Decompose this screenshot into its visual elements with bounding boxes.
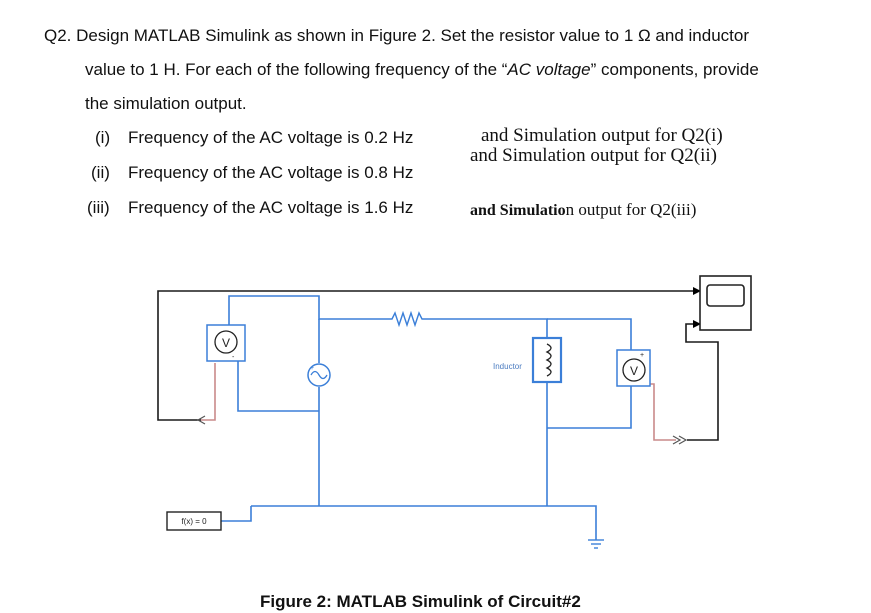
vm2-plus: + — [640, 352, 644, 359]
wire-solver — [221, 506, 252, 522]
wire-ground-bus — [251, 505, 597, 540]
vm2-output-port — [672, 435, 688, 445]
question-line-2: value to 1 H. For each of the following … — [85, 60, 759, 80]
solver-configuration-block[interactable]: f(x) = 0 — [166, 511, 222, 531]
sine-wave-icon — [310, 370, 328, 380]
wire-vm1-top — [228, 295, 385, 325]
vm1-output-port — [196, 415, 206, 425]
electrical-reference-ground[interactable] — [588, 539, 604, 549]
vm2-output-line — [646, 383, 676, 441]
question-line-1: Q2. Design MATLAB Simulink as shown in F… — [44, 26, 750, 45]
signal-wire-to-scope-1 — [157, 287, 701, 421]
annotation-q2iii-tail: n output for Q2(iii) — [565, 200, 697, 219]
question-line-2-suffix: ” components, provide — [590, 60, 759, 79]
inductor[interactable]: Inductor — [493, 336, 563, 384]
coil-icon — [545, 343, 552, 377]
resistor-zigzag-icon — [385, 310, 429, 328]
item-3-text: Frequency of the AC voltage is 1.6 Hz — [128, 198, 414, 217]
question-line-2-prefix: value to 1 H. For each of the following … — [85, 60, 508, 79]
annotation-q2iii-main: and Simulatio — [470, 202, 566, 219]
scope-block[interactable] — [699, 275, 752, 331]
vm2-glyph: V — [630, 364, 638, 378]
question-line-2-italic: AC voltage — [507, 60, 591, 79]
voltage-sensor-1[interactable]: V - — [206, 324, 246, 362]
item-2-text: Frequency of the AC voltage is 0.8 Hz — [128, 163, 414, 182]
voltmeter-icon — [214, 330, 238, 354]
item-3-label: (iii) — [87, 198, 110, 217]
vm1-minus: - — [232, 354, 235, 361]
inductor-label: Inductor — [493, 362, 522, 371]
wire-vm1-bottom — [237, 361, 319, 412]
signal-wire-to-scope-2 — [685, 320, 719, 441]
annotation-q2iii: and Simulation output for Q2(iii) — [470, 200, 696, 220]
question-line-3: the simulation output. — [85, 94, 247, 113]
figure-caption: Figure 2: MATLAB Simulink of Circuit#2 — [260, 592, 581, 611]
ac-voltage-source[interactable]: + — [307, 363, 331, 387]
annotation-q2i: and Simulation output for Q2(i) — [481, 125, 723, 146]
scope-screen-icon — [706, 284, 745, 307]
vm1-output-line — [201, 363, 216, 421]
source-plus: + — [310, 365, 314, 372]
wire-vm2-bottom — [547, 386, 632, 429]
item-1-text: Frequency of the AC voltage is 0.2 Hz — [128, 128, 414, 147]
voltmeter-icon — [622, 358, 646, 382]
signal-wires — [157, 287, 719, 441]
vm1-glyph: V — [222, 336, 230, 350]
voltage-sensor-2[interactable]: V + — [616, 349, 651, 387]
wire-vm2-top — [547, 318, 632, 350]
physical-wires — [221, 295, 632, 540]
item-2-label: (ii) — [91, 163, 110, 182]
wire-res-ind — [429, 318, 548, 338]
annotation-q2ii: and Simulation output for Q2(ii) — [470, 145, 717, 166]
item-1-label: (i) — [95, 128, 111, 147]
resistor[interactable] — [385, 310, 429, 328]
solver-label: f(x) = 0 — [181, 517, 207, 526]
